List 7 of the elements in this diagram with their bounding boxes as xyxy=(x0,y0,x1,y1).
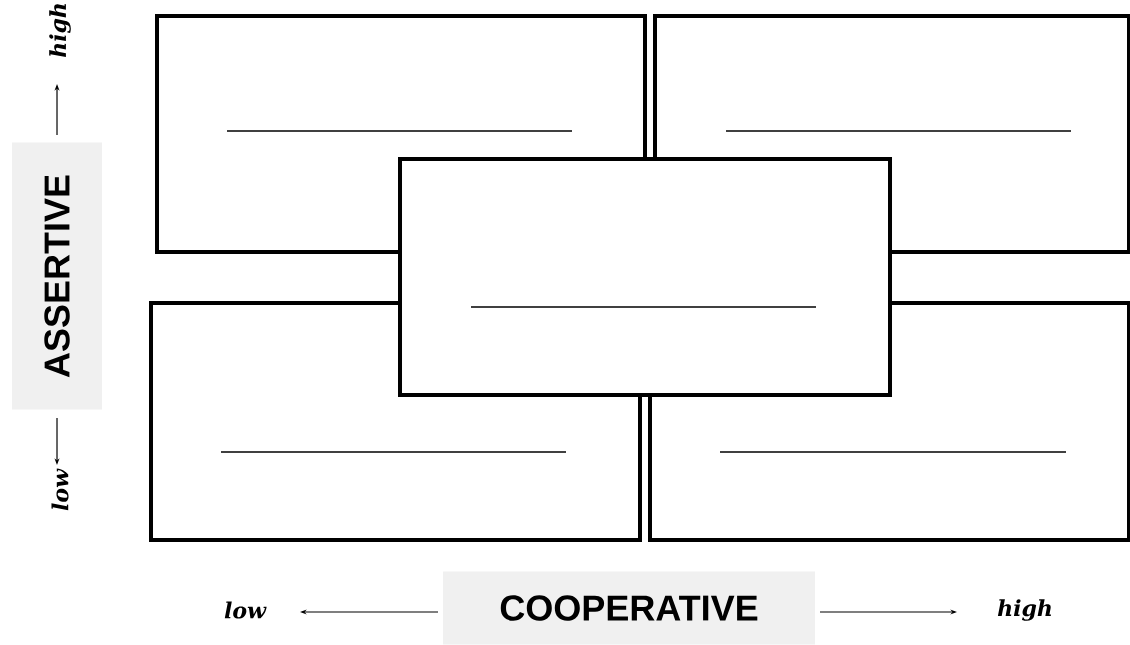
axis-label: COOPERATIVE xyxy=(443,571,815,645)
axis-end-label: high xyxy=(49,4,71,58)
axis-label: ASSERTIVE xyxy=(12,142,102,410)
axis-end-label: low xyxy=(51,468,69,511)
axis-end-label: low xyxy=(224,601,267,619)
axis-end-label: high xyxy=(997,599,1051,621)
quadrant-box xyxy=(398,157,892,397)
